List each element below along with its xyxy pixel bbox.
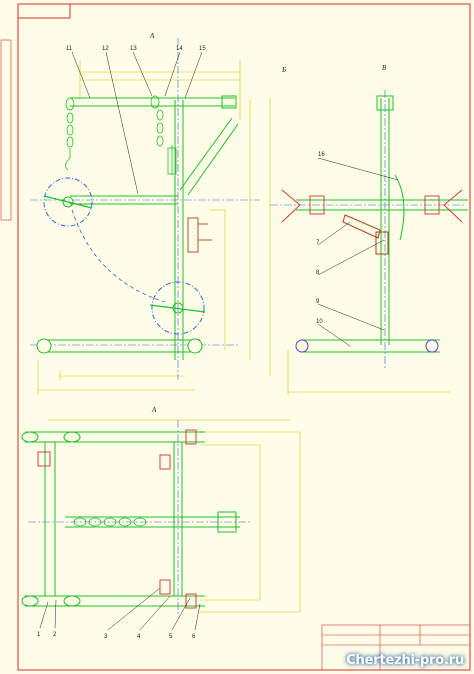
view-label-b: Б (282, 66, 287, 74)
callout-14: 14 (176, 46, 183, 52)
callout-15: 15 (199, 46, 206, 52)
callout-4: 4 (137, 634, 141, 640)
callout-2: 2 (53, 632, 57, 638)
side-casters (295, 339, 439, 353)
front-dimensions (37, 60, 271, 395)
callout-3: 3 (104, 634, 108, 640)
side-dimensions (287, 350, 450, 395)
callout-10: 10 (316, 319, 323, 325)
title-block (321, 624, 471, 671)
plan-chain (73, 517, 147, 527)
side-hose (394, 174, 405, 241)
base-casters (36, 338, 203, 354)
callout-12: 12 (102, 46, 109, 52)
callout-16: 16 (318, 152, 325, 158)
side-clamps (281, 189, 463, 223)
side-leader-lines (317, 157, 399, 347)
front-leader-lines (71, 51, 203, 195)
side-view (270, 90, 468, 395)
callout-5: 5 (169, 634, 173, 640)
plan-casters (21, 431, 81, 607)
view-label-a-plan: A (152, 406, 157, 414)
plan-axis-lines (28, 420, 250, 615)
view-label-v: В (382, 64, 387, 72)
plan-dimensions (48, 419, 301, 613)
front-view (30, 38, 271, 395)
hand-wheels (43, 177, 206, 335)
side-axis-lines (270, 90, 465, 370)
plan-leader-lines (39, 587, 201, 631)
plan-frame (25, 431, 240, 607)
callout-7: 7 (316, 240, 320, 246)
callout-13: 13 (130, 46, 137, 52)
callout-1: 1 (37, 632, 41, 638)
front-axis-lines (30, 38, 260, 380)
wheel-swing-arc (71, 209, 166, 303)
callout-9: 9 (316, 299, 320, 305)
callout-11: 11 (66, 46, 73, 52)
hydraulic-jack (187, 217, 212, 253)
watermark-logo: Chertezhi-pro.ru (346, 653, 464, 668)
callout-8: 8 (316, 270, 320, 276)
drawing-frame (0, 3, 471, 671)
side-pedal (342, 214, 389, 255)
plan-view (21, 419, 301, 631)
plan-clamps (37, 429, 197, 609)
callout-6: 6 (192, 634, 196, 640)
hoist-chain (65, 95, 177, 175)
view-label-a: A (150, 32, 155, 40)
side-frame (296, 95, 468, 353)
crane-frame (40, 95, 239, 360)
